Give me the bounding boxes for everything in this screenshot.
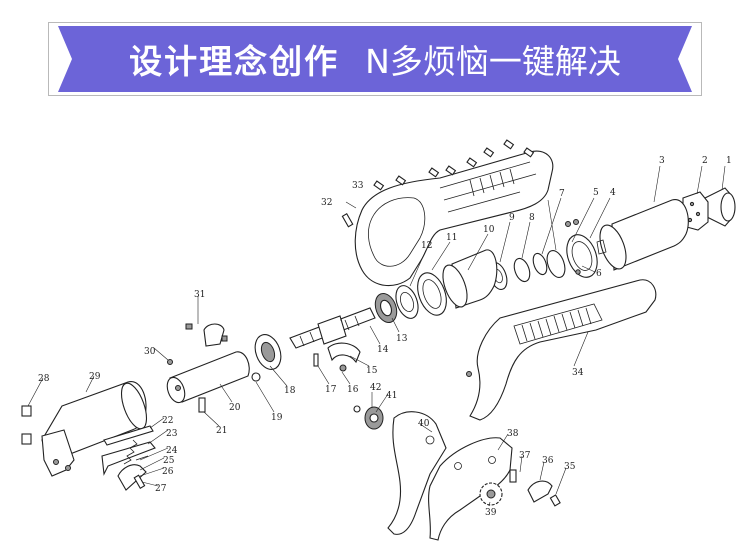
part-label-42: 42 xyxy=(370,383,381,393)
part-label-5: 5 xyxy=(593,188,599,198)
part-label-23: 23 xyxy=(166,429,178,439)
part-label-3: 3 xyxy=(659,156,665,166)
part-label-29: 29 xyxy=(89,372,101,382)
part-label-17: 17 xyxy=(325,385,337,395)
part-label-21: 21 xyxy=(216,426,227,436)
part-label-2: 2 xyxy=(702,156,708,166)
part-label-14: 14 xyxy=(377,345,389,355)
front-ring-parts xyxy=(289,272,447,349)
part-label-13: 13 xyxy=(396,334,408,344)
title-banner: 设计理念创作 N多烦恼一键解决 xyxy=(48,22,702,96)
part-label-1: 1 xyxy=(726,156,732,166)
part-label-20: 20 xyxy=(229,403,241,413)
part-label-6: 6 xyxy=(596,269,602,279)
part-label-12: 12 xyxy=(421,241,432,251)
part-label-30: 30 xyxy=(144,347,156,357)
part-label-10: 10 xyxy=(483,225,495,235)
part-label-39: 39 xyxy=(485,508,497,518)
gearbox-parts xyxy=(442,249,548,309)
gear-ring-parts xyxy=(546,219,598,278)
push-rod-parts xyxy=(166,323,250,413)
end-cap-parts xyxy=(682,187,736,231)
handle-housing-part xyxy=(354,150,554,287)
nut-washer-parts xyxy=(353,405,384,430)
part-label-28: 28 xyxy=(38,374,50,384)
part-label-26: 26 xyxy=(162,467,174,477)
part-label-38: 38 xyxy=(507,429,519,439)
lower-handle-part xyxy=(466,279,657,421)
part-label-18: 18 xyxy=(284,386,296,396)
banner-subtitle: N多烦恼一键解决 xyxy=(365,42,621,81)
motor-part xyxy=(596,199,689,271)
nut-clip-parts xyxy=(313,342,361,372)
part-label-4: 4 xyxy=(610,188,616,198)
banner-title: 设计理念创作 xyxy=(129,42,340,81)
part-label-16: 16 xyxy=(347,385,359,395)
part-label-25: 25 xyxy=(163,456,175,466)
part-number-labels: 1 2 3 4 5 6 7 8 9 10 11 12 13 14 15 16 1… xyxy=(38,156,732,518)
housing-screws xyxy=(341,139,535,228)
part-label-36: 36 xyxy=(542,456,554,466)
part-label-27: 27 xyxy=(155,484,167,494)
front-sleeve-parts xyxy=(251,334,282,382)
part-label-33: 33 xyxy=(352,181,364,191)
part-label-19: 19 xyxy=(271,413,283,423)
part-label-8: 8 xyxy=(529,213,535,223)
exploded-parts-diagram: 1 2 3 4 5 6 7 8 9 10 11 12 13 14 15 16 1… xyxy=(21,139,736,541)
upper-blade-part xyxy=(387,411,447,535)
part-label-37: 37 xyxy=(519,451,531,461)
part-label-31: 31 xyxy=(194,290,205,300)
part-label-9: 9 xyxy=(509,213,515,223)
trigger-parts xyxy=(101,425,156,491)
part-label-40: 40 xyxy=(418,419,430,429)
part-label-15: 15 xyxy=(366,366,378,376)
part-label-35: 35 xyxy=(564,462,576,472)
leader-lines xyxy=(27,165,726,507)
part-label-24: 24 xyxy=(166,446,178,456)
part-label-34: 34 xyxy=(572,368,584,378)
small-hardware-parts xyxy=(509,469,561,507)
rear-body-parts xyxy=(21,381,148,477)
part-label-41: 41 xyxy=(386,391,397,401)
sprocket-gear-part xyxy=(479,482,503,506)
banner-background xyxy=(48,22,702,96)
part-label-11: 11 xyxy=(446,233,457,243)
part-label-22: 22 xyxy=(162,416,173,426)
part-label-7: 7 xyxy=(559,189,565,199)
part-label-32: 32 xyxy=(321,198,332,208)
